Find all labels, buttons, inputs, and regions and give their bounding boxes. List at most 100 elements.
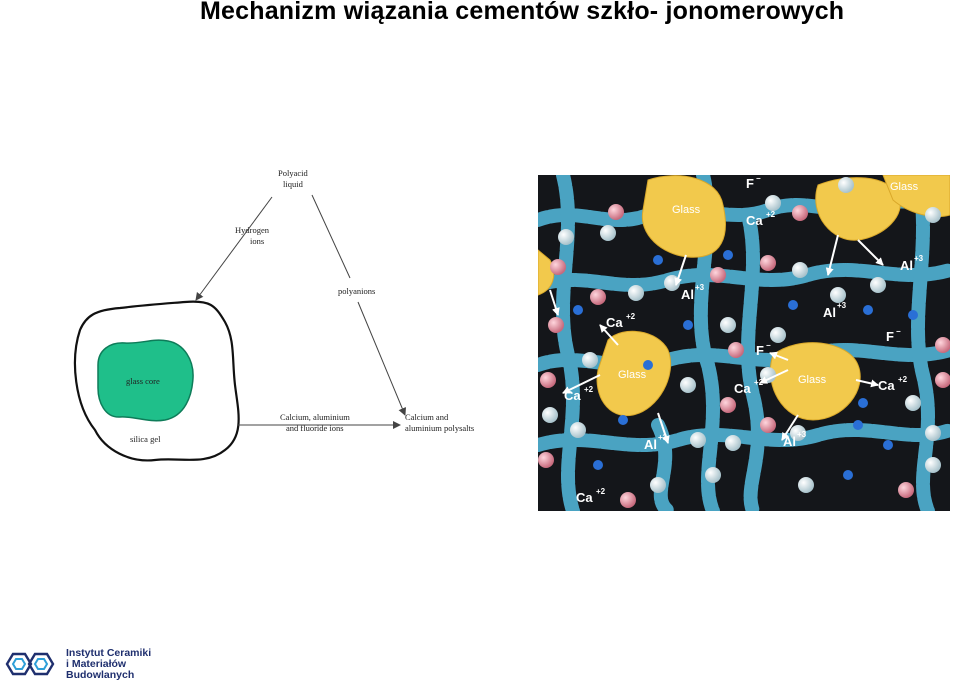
- pink-ion-bead: [760, 417, 776, 433]
- polyacid-chains: [538, 175, 950, 511]
- white-ion-bead: [650, 477, 666, 493]
- blue-ion-dot: [723, 250, 733, 260]
- ca-al-ions-label-1: Calcium, aluminium: [280, 412, 350, 422]
- pink-ion-bead: [590, 289, 606, 305]
- al-charge-1: +3: [695, 283, 705, 292]
- polyacid-label-2: liquid: [283, 179, 304, 189]
- glass-label-1: Glass: [672, 204, 701, 216]
- blue-ion-dot: [653, 255, 663, 265]
- white-ion-bead: [870, 277, 886, 293]
- ionomer-network-illustration: Glass Glass Glass Glass Ca +2 Ca +2 Ca +…: [538, 175, 950, 511]
- white-ion-bead: [600, 225, 616, 241]
- pink-ion-bead: [728, 342, 744, 358]
- polysalts-label-2: aluminium polysalts: [405, 423, 474, 433]
- blue-ion-dot: [858, 398, 868, 408]
- silica-gel-label: silica gel: [130, 434, 161, 444]
- white-ion-bead: [690, 432, 706, 448]
- pink-ion-bead: [608, 204, 624, 220]
- logo-text-line3: Budowlanych: [66, 669, 134, 681]
- institute-logo: Instytut Ceramiki i Materiałów Budowlany…: [5, 647, 151, 681]
- white-ion-bead: [628, 285, 644, 301]
- arrow-polyanions-to-polysalts: [357, 301, 407, 416]
- pink-ion-bead: [548, 317, 564, 333]
- white-ion-bead: [838, 177, 854, 193]
- white-ion-bead: [680, 377, 696, 393]
- ca-label-6: Ca: [576, 490, 593, 505]
- blue-ion-dot: [853, 420, 863, 430]
- f-label-2: F: [756, 343, 764, 358]
- blue-ion-dot: [843, 470, 853, 480]
- blue-ion-dot: [593, 460, 603, 470]
- al-charge-3: +3: [914, 254, 924, 263]
- ca-charge-2: +2: [626, 312, 636, 321]
- white-ion-bead: [720, 317, 736, 333]
- f-charge-3: −: [896, 327, 901, 336]
- ca-charge-1: +2: [766, 210, 776, 219]
- white-ion-bead: [792, 262, 808, 278]
- blue-ion-dot: [788, 300, 798, 310]
- pink-ion-bead: [935, 372, 950, 388]
- polysalts-label-1: Calcium and: [405, 412, 449, 422]
- white-ion-bead: [582, 352, 598, 368]
- glass-label-4: Glass: [798, 374, 827, 386]
- hydrogen-label-2: ions: [250, 236, 264, 246]
- al-label-4: Al: [644, 437, 657, 452]
- glass-particles: [538, 175, 950, 421]
- pink-ion-bead: [540, 372, 556, 388]
- logo-text-line2: i Materiałów: [66, 658, 127, 670]
- f-label-3: F: [886, 329, 894, 344]
- arrow-polyacid-to-particle: [195, 196, 273, 301]
- glass-label-3: Glass: [618, 369, 647, 381]
- f-charge-1: −: [756, 175, 761, 183]
- page-title: Mechanizm wiązania cementów szkło- jonom…: [200, 0, 845, 25]
- ca-label-2: Ca: [606, 315, 623, 330]
- pink-ion-bead: [898, 482, 914, 498]
- pink-ion-bead: [760, 255, 776, 271]
- ca-label-5: Ca: [878, 378, 895, 393]
- al-charge-5: +3: [797, 430, 807, 439]
- white-ion-bead: [925, 207, 941, 223]
- white-ion-bead: [725, 435, 741, 451]
- ca-label-1: Ca: [746, 213, 763, 228]
- white-ion-bead: [558, 229, 574, 245]
- blue-ion-dot: [908, 310, 918, 320]
- release-arrows: [549, 234, 884, 444]
- white-ion-bead: [542, 407, 558, 423]
- white-ion-bead: [925, 457, 941, 473]
- pink-ion-bead: [720, 397, 736, 413]
- blue-ion-dot: [883, 440, 893, 450]
- white-ion-bead: [830, 287, 846, 303]
- ca-charge-6: +2: [596, 487, 606, 496]
- logo-text-line1: Instytut Ceramiki: [66, 647, 151, 659]
- polyacid-label-1: Polyacid: [278, 168, 308, 178]
- al-label-1: Al: [681, 287, 694, 302]
- pink-ion-bead: [550, 259, 566, 275]
- f-charge-2: −: [766, 341, 771, 350]
- white-ion-bead: [770, 327, 786, 343]
- glass-ionomer-setting-diagram: glass core silica gel Polyacid liquid Hy…: [73, 168, 474, 462]
- glass-label-2: Glass: [890, 181, 919, 193]
- pink-ion-bead: [710, 267, 726, 283]
- pink-ion-bead: [620, 492, 636, 508]
- blue-ion-dot: [618, 415, 628, 425]
- al-charge-2: +3: [837, 301, 847, 310]
- white-ion-bead: [925, 425, 941, 441]
- white-ion-bead: [798, 477, 814, 493]
- glass-core-label: glass core: [126, 376, 160, 386]
- white-ion-bead: [705, 467, 721, 483]
- ca-al-ions-label-2: and fluoride ions: [286, 423, 344, 433]
- blue-ion-dot: [683, 320, 693, 330]
- al-label-3: Al: [900, 258, 913, 273]
- hydrogen-label-1: Hydrogen: [235, 225, 270, 235]
- glass-core-blob: [97, 339, 194, 422]
- blue-ion-dot: [863, 305, 873, 315]
- white-ion-bead: [765, 195, 781, 211]
- pink-ion-bead: [538, 452, 554, 468]
- glass-labels: Glass Glass Glass Glass: [618, 181, 919, 386]
- al-label-2: Al: [823, 305, 836, 320]
- ion-labels: Ca +2 Ca +2 Ca +2 Ca +2 Ca +2 Ca +2 Al +…: [564, 175, 924, 505]
- white-ion-bead: [570, 422, 586, 438]
- pink-ion-bead: [935, 337, 950, 353]
- ca-charge-5: +2: [898, 375, 908, 384]
- ca-label-4: Ca: [734, 381, 751, 396]
